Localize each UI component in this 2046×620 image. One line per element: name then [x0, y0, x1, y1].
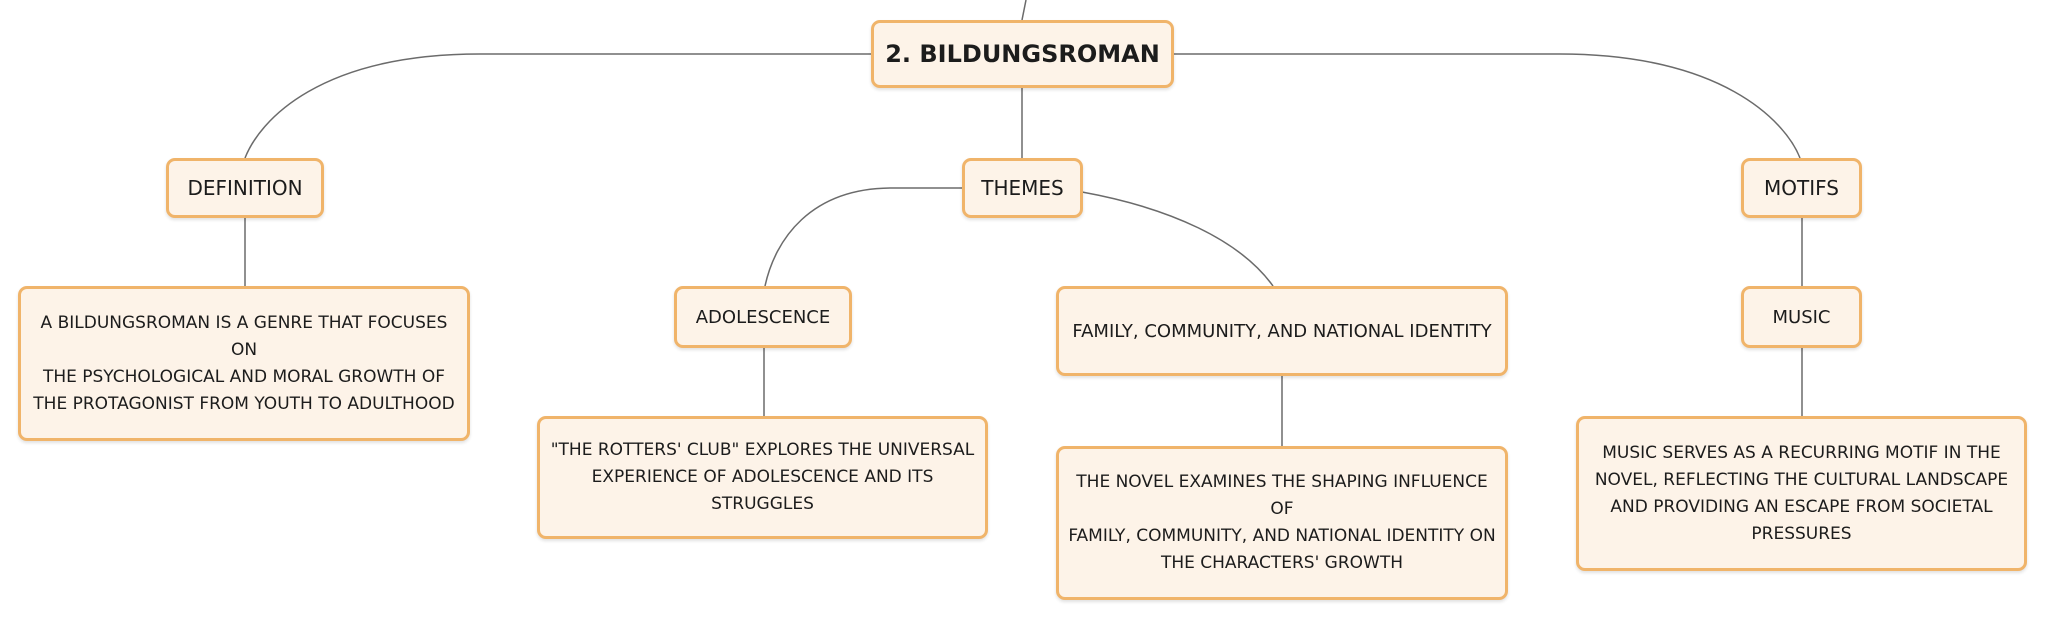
root-label: 2. BILDUNGSROMAN — [885, 40, 1160, 68]
adolescence-text: "THE ROTTERS' CLUB" EXPLORES THE UNIVERS… — [550, 440, 975, 514]
definition-label: DEFINITION — [187, 176, 303, 200]
identity-node[interactable]: FAMILY, COMMUNITY, AND NATIONAL IDENTITY — [1056, 286, 1508, 376]
connector-parent-to-root — [1021, 0, 1027, 21]
connector-root-to-motifs — [1173, 53, 1801, 159]
identity-label: FAMILY, COMMUNITY, AND NATIONAL IDENTITY — [1072, 320, 1492, 342]
motifs-node[interactable]: MOTIFS — [1741, 158, 1862, 218]
themes-label: THEMES — [981, 176, 1064, 200]
music-node[interactable]: MUSIC — [1741, 286, 1862, 348]
motifs-label: MOTIFS — [1764, 176, 1839, 200]
music-label: MUSIC — [1772, 306, 1831, 328]
identity-text-node[interactable]: THE NOVEL EXAMINES THE SHAPING INFLUENCE… — [1056, 446, 1508, 600]
music-text: MUSIC SERVES AS A RECURRING MOTIF IN THE… — [1594, 442, 2009, 544]
definition-text: A BILDUNGSROMAN IS A GENRE THAT FOCUSES … — [33, 312, 455, 414]
identity-text: THE NOVEL EXAMINES THE SHAPING INFLUENCE… — [1068, 472, 1496, 573]
root-node[interactable]: 2. BILDUNGSROMAN — [871, 20, 1174, 88]
adolescence-node[interactable]: ADOLESCENCE — [674, 286, 852, 348]
connector-themes-to-identity — [1081, 191, 1274, 287]
connector-root-to-definition — [244, 53, 871, 159]
adolescence-text-node[interactable]: "THE ROTTERS' CLUB" EXPLORES THE UNIVERS… — [537, 416, 988, 539]
definition-text-node[interactable]: A BILDUNGSROMAN IS A GENRE THAT FOCUSES … — [18, 286, 470, 441]
definition-node[interactable]: DEFINITION — [166, 158, 324, 218]
adolescence-label: ADOLESCENCE — [695, 306, 831, 328]
themes-node[interactable]: THEMES — [962, 158, 1083, 218]
connector-themes-to-adolescence — [764, 187, 963, 287]
music-text-node[interactable]: MUSIC SERVES AS A RECURRING MOTIF IN THE… — [1576, 416, 2027, 571]
